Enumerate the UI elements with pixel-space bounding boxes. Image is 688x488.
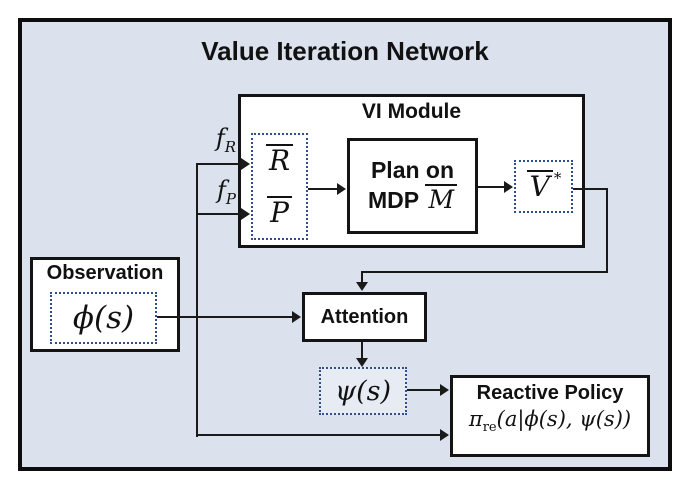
- connector-attention-to-psi: [361, 342, 363, 359]
- connector-vstar-out-h2: [361, 271, 608, 273]
- phi-symbol: ϕ(s): [72, 300, 135, 336]
- connector-fr: [196, 163, 242, 165]
- attention-title: Attention: [320, 305, 409, 328]
- connector-vstar-out-h1: [573, 188, 608, 190]
- psi-symbol: ψ(s): [334, 375, 392, 407]
- arrowhead-attention-to-psi: [356, 358, 368, 367]
- connector-trunk-to-reactive: [196, 434, 441, 436]
- attention-box: Attention: [302, 292, 427, 342]
- vi-module-box: VI Module R P Plan on MDP M V*: [238, 94, 585, 248]
- m-bar-symbol: M: [425, 184, 458, 214]
- connector-plan-to-vstar: [478, 186, 505, 188]
- connector-psi-to-reactive: [407, 389, 441, 391]
- plan-line2: MDP M: [368, 184, 458, 215]
- arrowhead-rp-to-plan: [337, 183, 346, 195]
- connector-vstar-out-v1: [606, 188, 608, 273]
- connector-trunk-vertical: [196, 163, 198, 437]
- arrowhead-trunk-to-reactive: [440, 429, 449, 441]
- connector-rp-to-plan: [308, 188, 338, 190]
- p-bar-symbol: P: [267, 195, 292, 229]
- reactive-policy-box: Reactive Policy πre(a|ϕ(s), ψ(s)): [450, 375, 650, 457]
- v-star-dotted-box: V*: [514, 160, 573, 213]
- r-bar-symbol: R: [265, 144, 294, 177]
- connector-vstar-out-v2: [361, 271, 363, 285]
- arrowhead-phi-to-attention: [292, 311, 301, 323]
- reward-transition-dotted-box: R P: [251, 133, 308, 240]
- f-p-label: fP: [217, 176, 236, 208]
- arrowhead-fp: [241, 208, 250, 220]
- connector-fp: [196, 213, 242, 215]
- vi-module-title: VI Module: [361, 100, 462, 123]
- observation-box: Observation ϕ(s): [30, 257, 180, 352]
- plan-line1: Plan on: [370, 156, 455, 183]
- v-star-symbol: V: [526, 170, 553, 203]
- observation-title: Observation: [46, 262, 164, 284]
- figure-title: Value Iteration Network: [201, 36, 489, 66]
- arrowhead-fr: [241, 158, 250, 170]
- connector-phi-to-attention: [157, 316, 293, 318]
- arrowhead-plan-to-vstar: [504, 181, 513, 193]
- phi-dotted-box: ϕ(s): [50, 292, 157, 344]
- vin-figure-frame: Value Iteration Network VI Module R P Pl…: [18, 18, 672, 471]
- reactive-policy-formula: πre(a|ϕ(s), ψ(s)): [468, 407, 632, 436]
- f-r-label: fR: [215, 124, 236, 156]
- plan-on-mdp-box: Plan on MDP M: [347, 138, 478, 234]
- arrowhead-vstar-to-attention: [356, 282, 368, 291]
- psi-dotted-box: ψ(s): [319, 367, 407, 415]
- arrowhead-psi-to-reactive: [440, 384, 449, 396]
- reactive-policy-title: Reactive Policy: [476, 382, 624, 404]
